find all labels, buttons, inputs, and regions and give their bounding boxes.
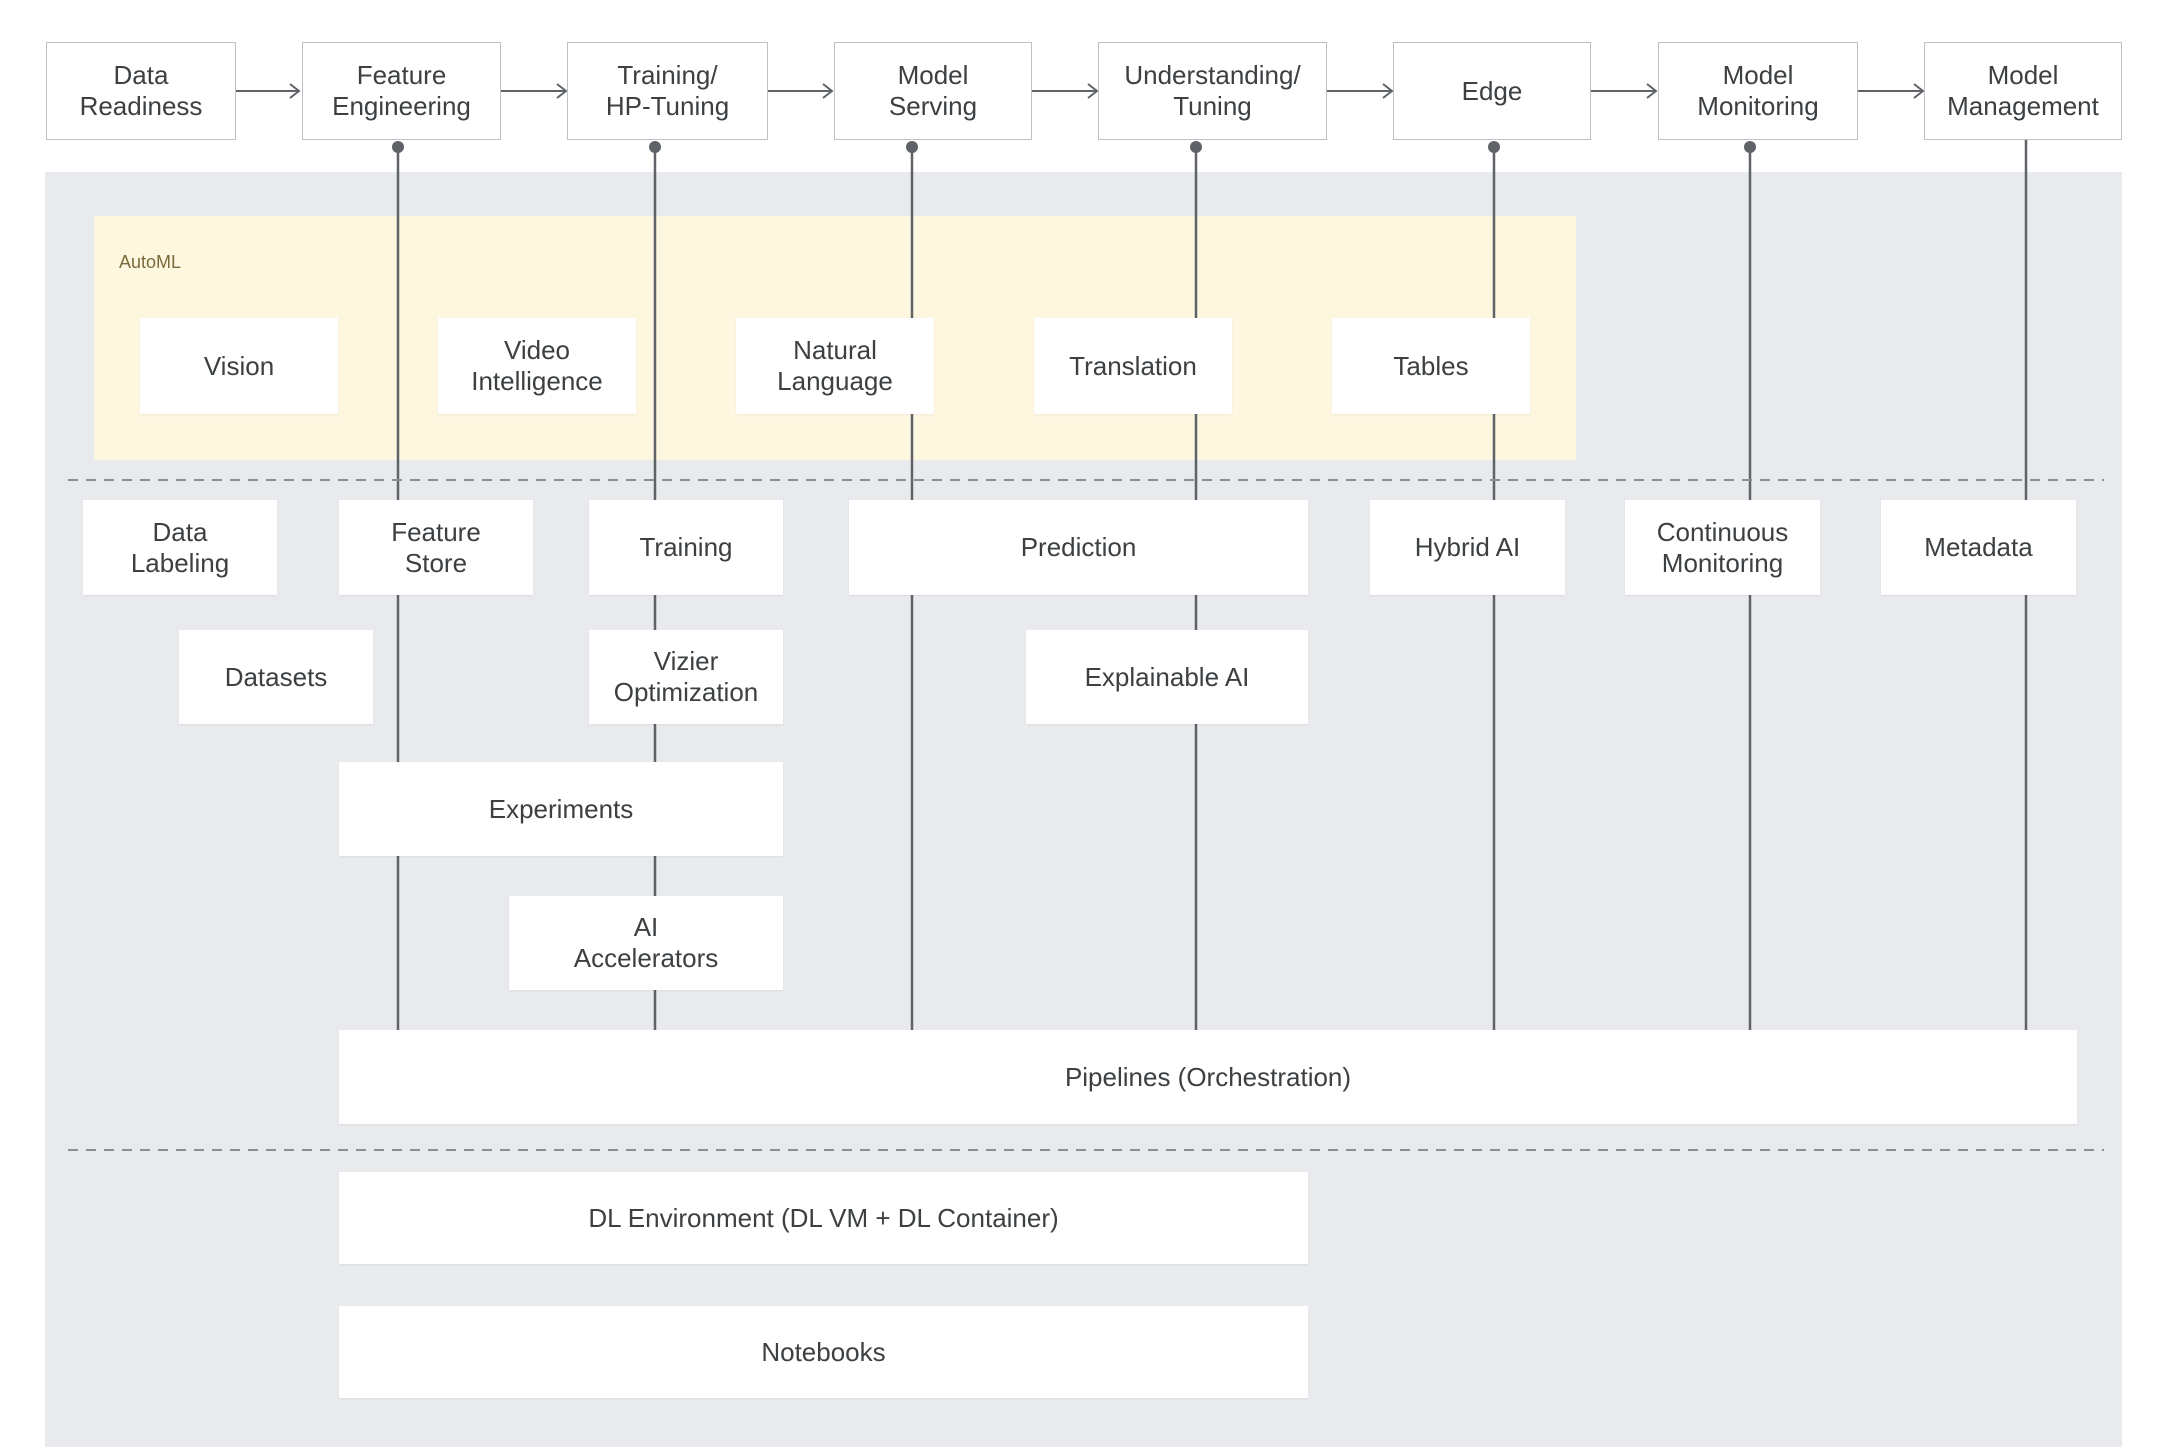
arrow-icon: [236, 83, 301, 99]
connector-dot: [906, 141, 918, 153]
stage-model-serving: Model Serving: [834, 42, 1032, 140]
service-vizier-optimization: Vizier Optimization: [589, 630, 783, 724]
service-datasets: Datasets: [179, 630, 373, 724]
arrow-icon: [1032, 83, 1099, 99]
service-pipelines: Pipelines (Orchestration): [339, 1030, 2077, 1124]
service-hybrid-ai: Hybrid AI: [1370, 500, 1565, 595]
automl-tables: Tables: [1332, 318, 1530, 414]
service-ai-accelerators: AI Accelerators: [509, 896, 783, 990]
automl-title: AutoML: [119, 252, 182, 272]
connector-dot: [649, 141, 661, 153]
arrow-icon: [768, 83, 834, 99]
stage-model-monitoring: Model Monitoring: [1658, 42, 1858, 140]
arrow-icon: [1591, 83, 1658, 99]
connector-dot: [392, 141, 404, 153]
automl-natural-language: Natural Language: [736, 318, 934, 414]
service-training: Training: [589, 500, 783, 595]
service-continuous-monitoring: Continuous Monitoring: [1625, 500, 1820, 595]
stage-edge: Edge: [1393, 42, 1591, 140]
connector-dot: [1488, 141, 1500, 153]
automl-video-intelligence: Video Intelligence: [438, 318, 636, 414]
notebooks: Notebooks: [339, 1306, 1308, 1398]
service-experiments: Experiments: [339, 762, 783, 856]
connector-dot: [1744, 141, 1756, 153]
dl-environment: DL Environment (DL VM + DL Container): [339, 1172, 1308, 1264]
service-feature-store: Feature Store: [339, 500, 533, 595]
stage-data-readiness: Data Readiness: [46, 42, 236, 140]
stage-understanding-tuning: Understanding/ Tuning: [1098, 42, 1327, 140]
connector-dot: [1190, 141, 1202, 153]
arrow-icon: [1858, 83, 1925, 99]
arrow-icon: [1327, 83, 1394, 99]
automl-translation: Translation: [1034, 318, 1232, 414]
service-explainable-ai: Explainable AI: [1026, 630, 1308, 724]
service-prediction: Prediction: [849, 500, 1308, 595]
stage-model-management: Model Management: [1924, 42, 2122, 140]
arrow-icon: [501, 83, 568, 99]
stage-training-hp-tuning: Training/ HP-Tuning: [567, 42, 768, 140]
stage-feature-engineering: Feature Engineering: [302, 42, 501, 140]
service-metadata: Metadata: [1881, 500, 2076, 595]
service-data-labeling: Data Labeling: [83, 500, 277, 595]
automl-vision: Vision: [140, 318, 338, 414]
